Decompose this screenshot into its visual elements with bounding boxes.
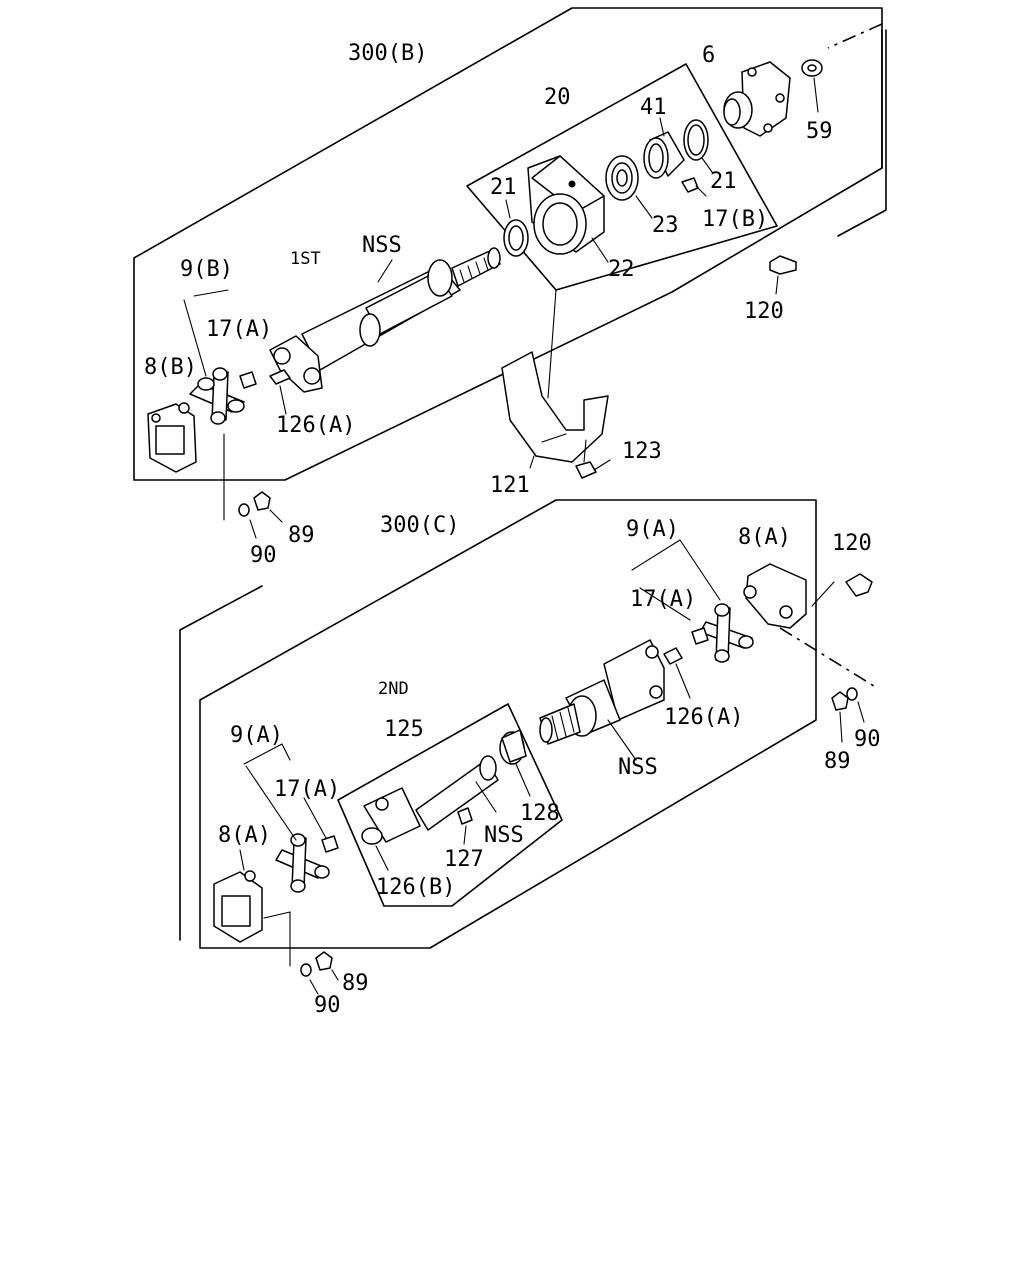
flange-8a-left: [213, 849, 291, 967]
label-125: 125: [384, 717, 424, 742]
grease-nipple-17a-top: [239, 371, 257, 389]
label-41: 41: [640, 95, 667, 120]
label-300c: 300(C): [380, 513, 459, 538]
propeller-shaft-1st: [301, 247, 501, 371]
label-21-right: 21: [710, 169, 737, 194]
grease-nipple-17a-left: [303, 797, 339, 853]
seal-21-left: [503, 199, 529, 257]
label-89-mid: 89: [824, 749, 851, 774]
label-nss-bottom: NSS: [484, 823, 524, 848]
bolt-120-mid: [845, 573, 873, 597]
group-300c-border: [179, 499, 817, 949]
plug-126a-mid: [663, 647, 691, 699]
propeller-shaft-125: [363, 755, 499, 843]
label-8b: 8(B): [144, 355, 197, 380]
label-90-bottom: 90: [314, 993, 341, 1018]
label-6: 6: [702, 43, 715, 68]
label-120-top: 120: [744, 299, 784, 324]
flange-6: [723, 61, 791, 137]
label-90-top: 90: [250, 543, 277, 568]
center-bracket-22: [527, 155, 609, 263]
bearing-23: [605, 155, 653, 219]
cross-joint-9a-right: [631, 539, 754, 663]
sleeve-128: [499, 729, 531, 797]
label-121: 121: [490, 473, 530, 498]
flange-8a-right: [743, 563, 807, 629]
flange-8b: [147, 402, 197, 473]
bolt-123: [575, 439, 611, 479]
yoke-1st: [269, 335, 323, 393]
label-nss-mid: NSS: [618, 755, 658, 780]
label-23: 23: [652, 213, 679, 238]
plug-126a-top: [269, 369, 291, 415]
group-125-border: [337, 703, 563, 907]
label-126a-mid: 126(A): [664, 705, 743, 730]
label-9a-right: 9(A): [626, 517, 679, 542]
nut-89-mid: [831, 691, 849, 743]
label-300b: 300(B): [348, 41, 427, 66]
fastener-lines-mid: [779, 581, 875, 687]
cross-joint-9b: [189, 367, 245, 425]
label-section-1st: 1ST: [290, 249, 321, 269]
label-17a-right: 17(A): [630, 587, 696, 612]
grease-nipple-17a-right: [691, 627, 709, 645]
nut-89-bottom: [315, 951, 339, 981]
label-17a-left: 17(A): [274, 777, 340, 802]
washer-90-bottom: [300, 963, 319, 995]
grease-nipple-127: [457, 807, 473, 845]
label-17b: 17(B): [702, 207, 768, 232]
bolt-120-top: [769, 255, 797, 295]
label-22: 22: [608, 257, 635, 282]
label-20: 20: [544, 85, 571, 110]
grease-nipple-17b: [681, 177, 707, 197]
cross-joint-9a-left: [243, 743, 330, 893]
label-nss-top: NSS: [362, 233, 402, 258]
washer-90-mid: [846, 687, 865, 723]
propeller-shaft-2nd-yoke: [539, 639, 665, 761]
label-8a-left: 8(A): [218, 823, 271, 848]
label-127: 127: [444, 847, 484, 872]
support-bracket-121: [501, 289, 609, 469]
label-section-2nd: 2ND: [378, 679, 409, 699]
label-126b: 126(B): [376, 875, 455, 900]
label-126a-top: 126(A): [276, 413, 355, 438]
label-123: 123: [622, 439, 662, 464]
label-21-left: 21: [490, 175, 517, 200]
label-90-mid: 90: [854, 727, 881, 752]
label-17a-top: 17(A): [206, 317, 272, 342]
dust-cover-41: [643, 117, 685, 179]
label-128: 128: [520, 801, 560, 826]
group-20-border: [466, 63, 778, 291]
label-8a-right: 8(A): [738, 525, 791, 550]
label-9b: 9(B): [180, 257, 233, 282]
seal-21-right: [683, 119, 713, 173]
washer-59: [801, 59, 823, 113]
group-300b-border: [133, 7, 887, 481]
label-9a-left: 9(A): [230, 723, 283, 748]
label-89-bottom: 89: [342, 971, 369, 996]
fastener-lines-top: [183, 289, 229, 521]
plug-126b: [361, 827, 389, 871]
nut-89-top: [253, 491, 283, 523]
label-59: 59: [806, 119, 833, 144]
washer-90-top: [238, 503, 257, 539]
label-120-mid: 120: [832, 531, 872, 556]
label-89-top: 89: [288, 523, 315, 548]
